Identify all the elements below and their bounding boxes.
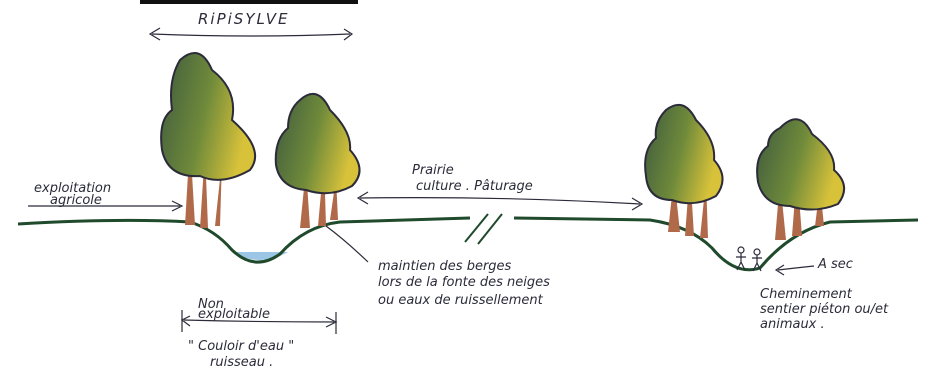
couloir-label-line2: ruisseau . <box>210 356 273 370</box>
prairie-label-line2: culture . Pâturage <box>416 180 533 194</box>
ground-line-right <box>514 218 918 270</box>
tree-left-2 <box>276 94 360 228</box>
maintien-label-line3: ou eaux de ruissellement <box>378 294 543 308</box>
top-bar <box>140 0 358 4</box>
asec-pointer <box>778 266 814 270</box>
maintien-label-line2: lors de la fonte des neiges <box>378 276 550 290</box>
prairie-label-line1: Prairie <box>412 164 454 178</box>
cheminement-label-line2: sentier piéton ou/et <box>760 303 888 317</box>
prairie-arrow <box>358 192 642 210</box>
asec-label: A sec <box>818 258 853 272</box>
tree-right-1 <box>645 105 722 238</box>
maintien-pointer <box>326 226 368 262</box>
tree-left-1 <box>161 53 255 228</box>
maintien-label-line1: maintien des berges <box>378 260 511 274</box>
cheminement-label-line3: animaux . <box>760 318 825 332</box>
cheminement-label-line1: Cheminement <box>760 288 852 302</box>
non-exploitable-label-line2: exploitable <box>198 308 270 322</box>
exploitation-label-line2: agricole <box>50 194 102 208</box>
break-mark <box>465 214 502 244</box>
ripisylve-label: RiPiSYLVE <box>198 12 290 26</box>
couloir-label-line1: " Couloir d'eau " <box>188 340 294 354</box>
ripisylve-arrow <box>150 28 352 40</box>
